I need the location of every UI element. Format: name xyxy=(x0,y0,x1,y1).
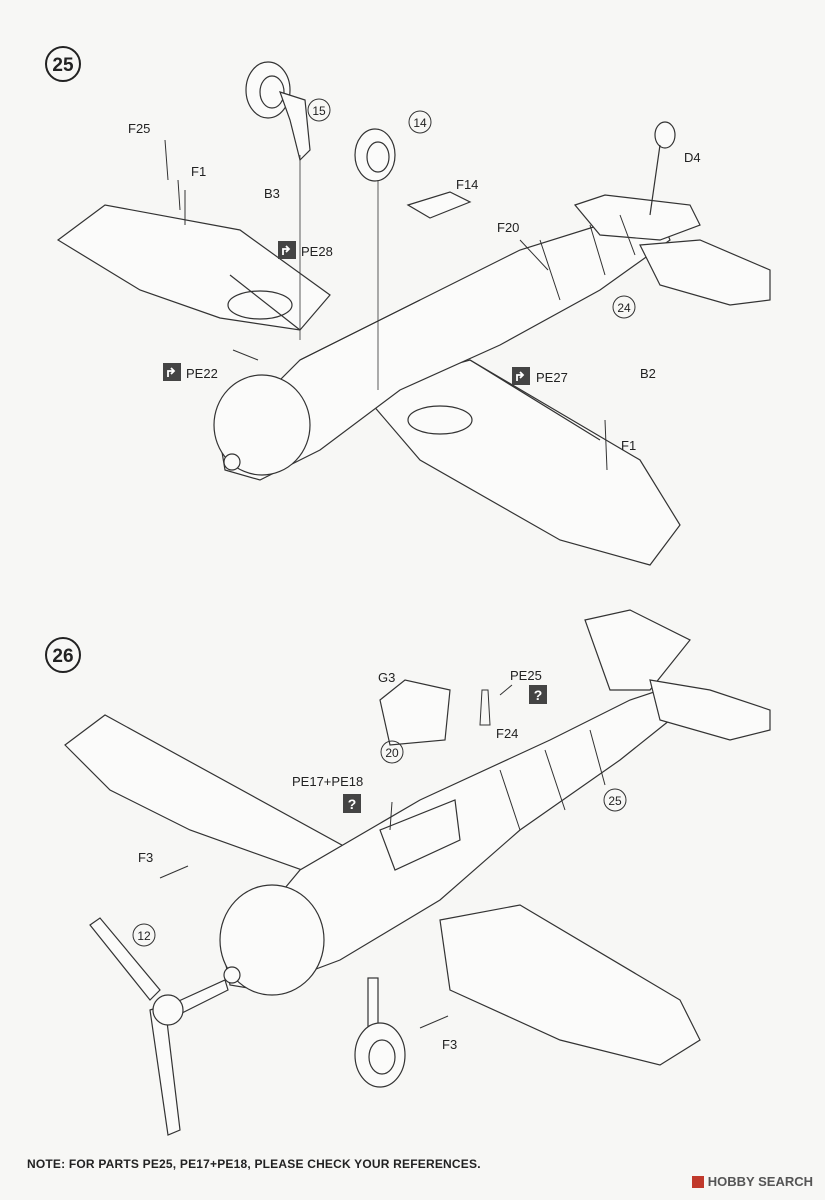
propeller-drawing xyxy=(89,917,229,1136)
part-label-f24: F24 xyxy=(496,726,518,741)
landing-gear-drawing xyxy=(354,977,406,1088)
pe28-arrow-icon xyxy=(277,240,297,260)
part-label-pe22: PE22 xyxy=(186,366,218,381)
step-25: 25 xyxy=(45,46,771,566)
callout-14-circle xyxy=(408,110,432,134)
aircraft-underside-drawing xyxy=(56,194,771,566)
callout-25: 25 xyxy=(608,794,622,808)
callout-24: 24 xyxy=(617,301,631,315)
part-label-d4: D4 xyxy=(684,150,701,165)
step-25-badge xyxy=(45,46,81,82)
part-label-pe27: PE27 xyxy=(536,370,568,385)
part-label-f3-bottom: F3 xyxy=(442,1037,457,1052)
part-label-f20: F20 xyxy=(497,220,519,235)
part-label-f3-left: F3 xyxy=(138,850,153,865)
watermark: HOBBY SEARCH xyxy=(691,1174,813,1189)
part-label-f25: F25 xyxy=(128,121,150,136)
part-label-f1-right: F1 xyxy=(621,438,636,453)
callout-20-circle xyxy=(380,740,404,764)
step-26-badge xyxy=(45,637,81,673)
callout-20: 20 xyxy=(385,746,399,760)
callout-25-circle xyxy=(603,788,627,812)
question-mark-2: ? xyxy=(348,796,357,812)
pe27-arrow-icon xyxy=(511,366,531,386)
pe22-arrow-icon xyxy=(162,362,182,382)
callout-12-circle xyxy=(132,923,156,947)
question-mark-1: ? xyxy=(534,687,543,703)
callout-15-circle xyxy=(307,98,331,122)
main-wheel-14-drawing xyxy=(354,128,396,390)
tail-wheel-drawing xyxy=(649,121,676,216)
callout-24-circle xyxy=(612,295,636,319)
step-26-number: 26 xyxy=(52,646,73,667)
main-wheel-15-drawing xyxy=(245,61,311,340)
references-note: NOTE: FOR PARTS PE25, PE17+PE18, PLEASE … xyxy=(27,1157,481,1171)
watermark-text: HOBBY SEARCH xyxy=(707,1174,813,1189)
part-label-pe25: PE25 xyxy=(510,668,542,683)
aircraft-top-drawing xyxy=(64,609,771,1066)
part-label-pe28: PE28 xyxy=(301,244,333,259)
part-label-b2: B2 xyxy=(640,366,656,381)
callout-14: 14 xyxy=(413,116,427,130)
small-parts-26-drawing xyxy=(159,684,513,1029)
small-parts-drawing xyxy=(164,139,608,471)
hobby-search-logo-icon xyxy=(691,1175,704,1188)
callout-15: 15 xyxy=(312,104,326,118)
part-label-b3: B3 xyxy=(264,186,280,201)
part-label-g3: G3 xyxy=(378,670,395,685)
part-label-pe17-pe18: PE17+PE18 xyxy=(292,774,363,789)
step-26: 26 xyxy=(45,609,771,1136)
part-label-f1-left: F1 xyxy=(191,164,206,179)
callout-12: 12 xyxy=(137,929,151,943)
hatch-f14-drawing xyxy=(406,191,472,219)
step-25-number: 25 xyxy=(52,55,74,76)
part-label-f14: F14 xyxy=(456,177,478,192)
